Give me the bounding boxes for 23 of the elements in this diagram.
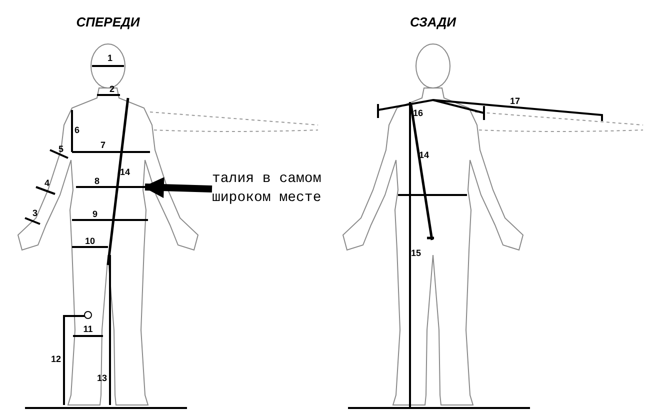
measurement-number: 16 — [413, 108, 423, 118]
measurement-number: 8 — [94, 176, 100, 186]
measurement-number: 10 — [85, 236, 95, 246]
view-heading: СПЕРЕДИ — [76, 14, 140, 30]
measurement-number: 15 — [411, 248, 421, 258]
measurement-number: 12 — [51, 354, 61, 364]
measurement-number: 11 — [83, 324, 93, 334]
measurement-number: 7 — [100, 140, 106, 150]
view-heading: СЗАДИ — [410, 14, 456, 30]
annotation-text: талия в самом широком месте — [212, 170, 332, 208]
measurement-number: 2 — [110, 84, 114, 94]
measurement-number: 1 — [108, 53, 112, 63]
measurement-number: 4 — [44, 178, 50, 188]
measurement-number: 6 — [74, 125, 80, 135]
waist-measurement-line — [76, 186, 145, 188]
measurement-number: 14 — [120, 167, 130, 177]
measurement-number: 14 — [419, 150, 429, 160]
measurement-number: 9 — [92, 209, 98, 219]
measurement-number: 13 — [97, 373, 107, 383]
measurement-number: 17 — [510, 96, 520, 106]
measurement-number: 5 — [58, 144, 64, 154]
measurement-number: 3 — [32, 208, 38, 218]
arrow — [142, 177, 212, 198]
